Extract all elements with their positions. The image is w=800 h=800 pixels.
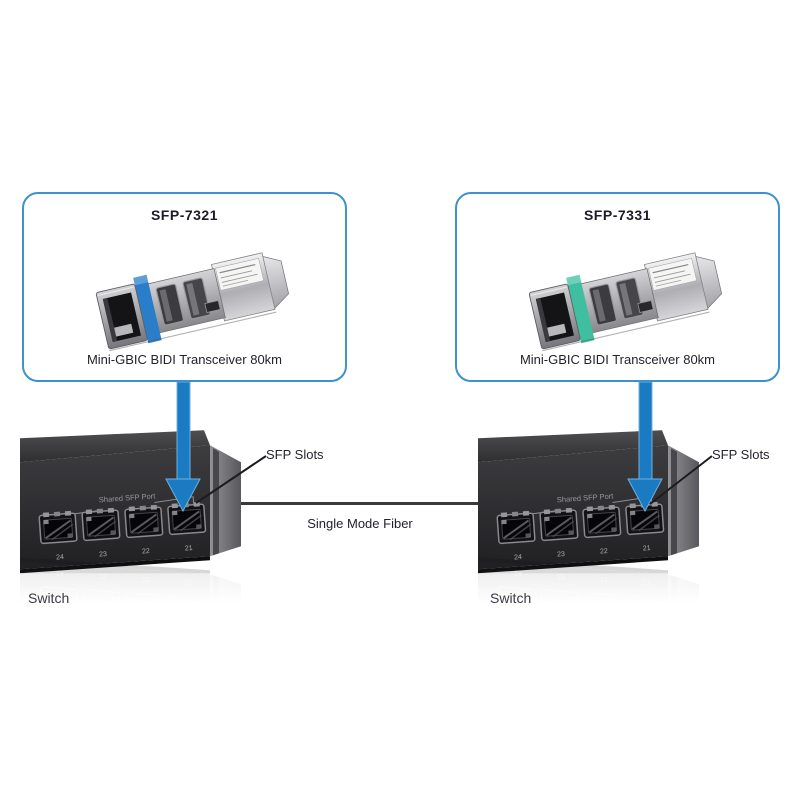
port-number: 22: [600, 548, 608, 556]
single-mode-fiber-line: [240, 502, 478, 505]
transceiver-image-wrap: [24, 223, 345, 380]
switch-caption-left: Switch: [28, 590, 70, 606]
callout-card-sfp-7331: SFP-7331: [455, 192, 780, 382]
sfp-cage-23: [538, 506, 579, 542]
sfp-slots-pointer-left: [195, 455, 267, 504]
sfp-cage-22: [581, 503, 622, 539]
module-label: [214, 257, 264, 291]
port-number: 21: [185, 545, 193, 553]
sfp-slots-label-left: SFP Slots: [266, 447, 324, 462]
port-number: 22: [142, 548, 150, 556]
port-number: 24: [56, 554, 64, 562]
module-label: [647, 257, 697, 291]
shared-sfp-port-label: Shared SFP Port: [557, 491, 615, 504]
sfp-transceiver-icon: [528, 251, 722, 351]
sfp-cage-23: [80, 506, 121, 542]
callout-card-sfp-7321: SFP-7321: [22, 192, 347, 382]
sfp-cage-24: [37, 509, 78, 545]
switch-top-face: [478, 430, 668, 463]
port-number: 23: [557, 551, 565, 559]
insert-arrow-left: [165, 382, 201, 513]
shared-sfp-port-label: Shared SFP Port: [99, 491, 157, 504]
bale-clasp-band: [565, 274, 595, 343]
card-title-sfp-7331: SFP-7331: [583, 207, 652, 223]
insert-arrow-right: [627, 382, 663, 513]
card-caption: Mini-GBIC BIDI Transceiver 80km: [519, 352, 716, 367]
card-title-sfp-7321: SFP-7321: [150, 207, 219, 223]
sfp-slots-label-right: SFP Slots: [712, 447, 770, 462]
sfp-slots-pointer-right: [649, 455, 713, 505]
switch-top-face: [20, 430, 210, 463]
sfp-transceiver-icon: [95, 251, 289, 351]
switch-illustration-right: Shared SFP Port 24 23 22 21: [478, 430, 703, 603]
sfp-cage-24: [495, 509, 536, 545]
port-number: 21: [643, 545, 651, 553]
card-caption: Mini-GBIC BIDI Transceiver 80km: [86, 352, 283, 367]
port-number: 24: [514, 554, 522, 562]
sfp-cage-22: [123, 503, 164, 539]
switch-illustration-left: Shared SFP Port 24 23 22 21: [20, 430, 245, 603]
port-number: 23: [99, 551, 107, 559]
transceiver-image-wrap: [457, 223, 778, 380]
single-mode-fiber-label: Single Mode Fiber: [307, 516, 413, 531]
bale-clasp-band: [132, 274, 162, 343]
switch-caption-right: Switch: [490, 590, 532, 606]
